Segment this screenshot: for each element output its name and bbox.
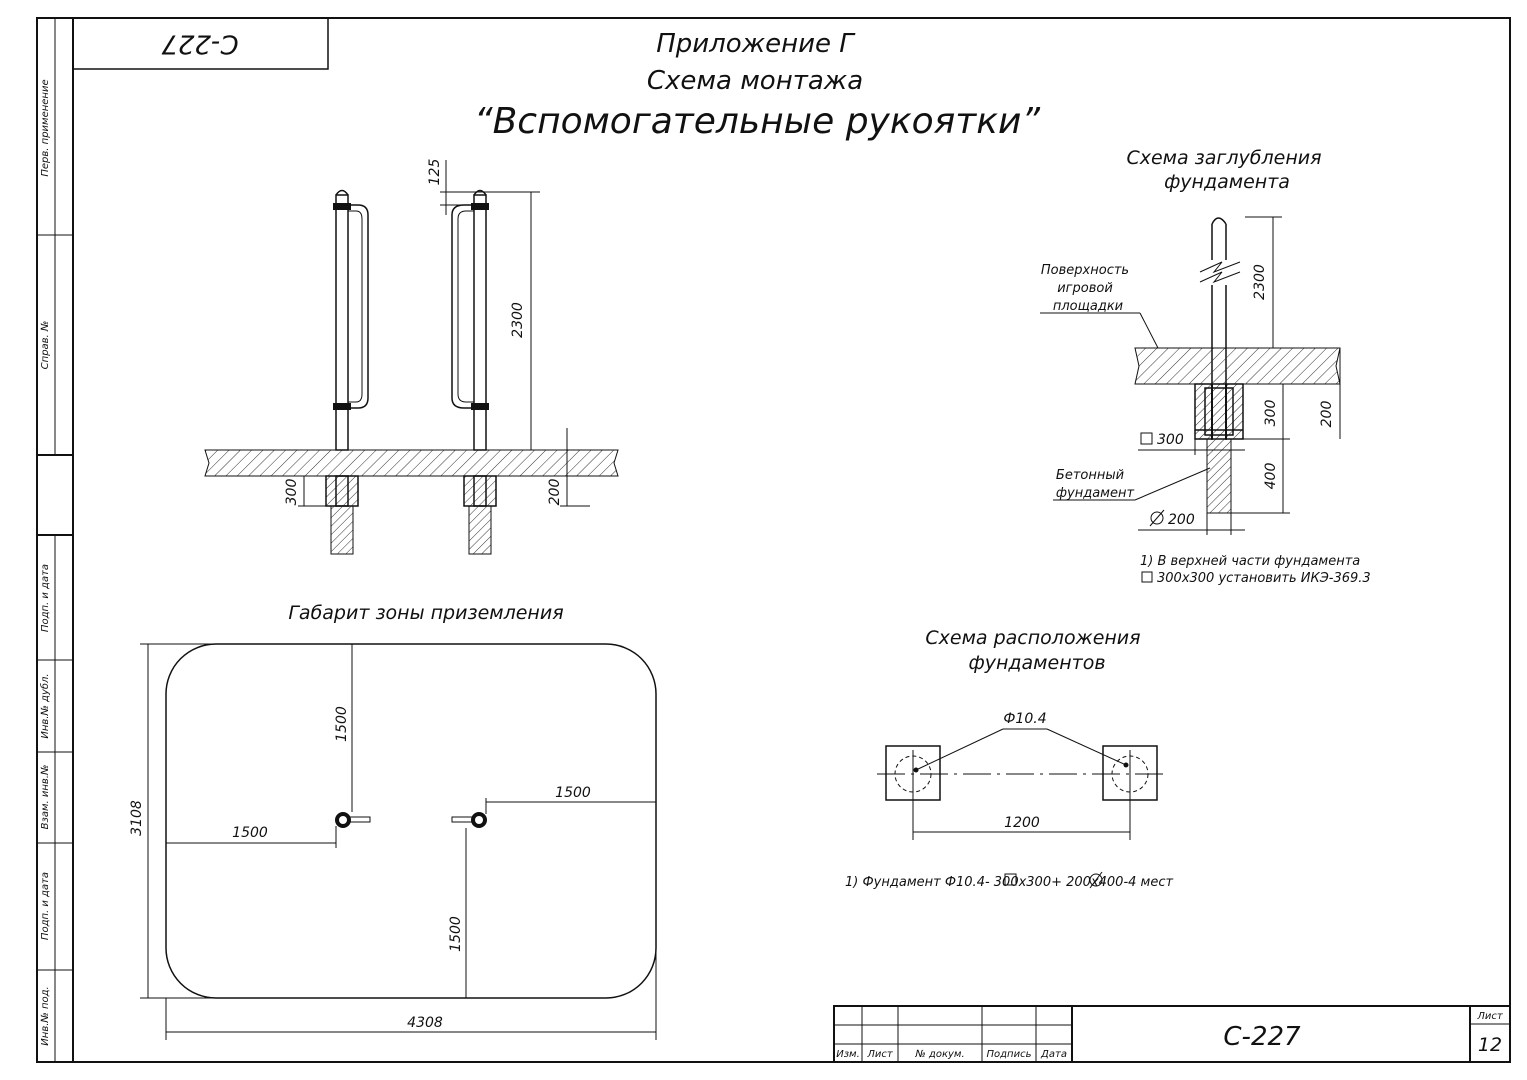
sheet-frame <box>36 17 1511 1063</box>
surface-label-2: игровой <box>1057 281 1113 296</box>
depth-title-1: Схема заглубления <box>1126 147 1321 169</box>
title-block-code: С-227 <box>1223 1022 1301 1052</box>
dim-125: 125 <box>427 159 443 186</box>
layout-title-1: Схема расположения <box>925 627 1140 649</box>
handle-top-left <box>335 812 371 828</box>
side-labels: Перв. применение Справ. № Подп. и дата И… <box>39 79 51 1045</box>
scheme-title: Схема монтажа <box>647 66 863 96</box>
code-box-text: С-227 <box>161 29 239 59</box>
mounting-dimensions: 125 2300 300 200 <box>284 159 590 507</box>
dim-1500-bottom: 1500 <box>448 916 464 952</box>
concrete-label-1: Бетонный <box>1056 468 1124 483</box>
code-box: С-227 <box>72 17 329 70</box>
label-f104: Ф10.4 <box>1003 711 1046 727</box>
concrete-label-2: фундамент <box>1056 486 1135 501</box>
dim-2300-mount: 2300 <box>510 302 526 338</box>
handle-left <box>325 189 369 555</box>
dim-4308: 4308 <box>407 1015 443 1031</box>
side-label-sprav: Справ. № <box>40 321 51 370</box>
col-date: Дата <box>1040 1049 1067 1060</box>
side-label-inv-pod: Инв.№ под. <box>40 986 51 1045</box>
depth-note-1: 1) В верхней части фундамента <box>1140 554 1360 569</box>
side-label-inv-dubl: Инв.№ дубл. <box>39 673 51 738</box>
col-sign: Подпись <box>987 1049 1032 1060</box>
layout-scheme: Схема расположения фундаментов 1200 Ф10.… <box>845 627 1173 890</box>
dim-200-depth: 200 <box>1319 401 1335 428</box>
layout-note: 1) Фундамент Ф10.4- 300х300+ 200х400-4 м… <box>845 875 1173 890</box>
dim-200-mount: 200 <box>547 479 563 506</box>
dim-2300-depth: 2300 <box>1252 264 1268 300</box>
diameter-symbol <box>1150 511 1164 525</box>
side-label-podp1: Подп. и дата <box>40 564 51 632</box>
col-doc: № докум. <box>914 1049 964 1060</box>
side-label-podp2: Подп. и дата <box>40 872 51 940</box>
foundation-depth-scheme: Схема заглубления фундамента 2300 300 40… <box>1040 147 1371 586</box>
sheet-label: Лист <box>1476 1011 1504 1022</box>
side-label-vzam: Взам. инв.№ <box>40 765 51 830</box>
dim-1200: 1200 <box>1004 815 1040 831</box>
surface-label-1: Поверхность <box>1041 263 1129 278</box>
depth-note-2: 300х300 установить ИКЭ-369.3 <box>1157 571 1371 586</box>
handle-right <box>451 189 497 555</box>
dim-diameter-200: 200 <box>1168 512 1195 528</box>
dim-1500-top: 1500 <box>334 706 350 742</box>
layout-title-2: фундаментов <box>968 652 1105 674</box>
handle-top-right <box>451 812 487 828</box>
mounting-drawing: 125 2300 300 200 <box>204 159 619 555</box>
landing-zone-title: Габарит зоны приземления <box>288 602 563 624</box>
dim-1500-left: 1500 <box>232 825 268 841</box>
surface-label-3: площадки <box>1053 299 1123 314</box>
dim-400-depth: 400 <box>1263 463 1279 490</box>
header: Приложение Г Схема монтажа “Вспомогатель… <box>474 29 1040 142</box>
dim-300-mount: 300 <box>284 479 300 506</box>
sheet-number: 12 <box>1478 1034 1502 1056</box>
depth-title-2: фундамента <box>1164 171 1290 193</box>
appendix-title: Приложение Г <box>656 29 856 59</box>
landing-zone-outline <box>165 643 657 999</box>
dim-3108: 3108 <box>129 800 145 836</box>
col-izm: Изм. <box>836 1049 860 1060</box>
product-name: “Вспомогательные рукоятки” <box>474 101 1040 142</box>
dim-1500-right: 1500 <box>555 785 591 801</box>
landing-zone: Габарит зоны приземления 4308 3108 1500 … <box>129 602 657 1040</box>
dim-300-depth: 300 <box>1263 400 1279 427</box>
square-symbol <box>1140 432 1153 445</box>
col-list: Лист <box>866 1049 894 1060</box>
side-label-perv: Перв. применение <box>40 79 51 176</box>
title-block: Изм. Лист № докум. Подпись Дата С-227 Ли… <box>833 1005 1511 1063</box>
dim-square-300: 300 <box>1157 432 1184 448</box>
